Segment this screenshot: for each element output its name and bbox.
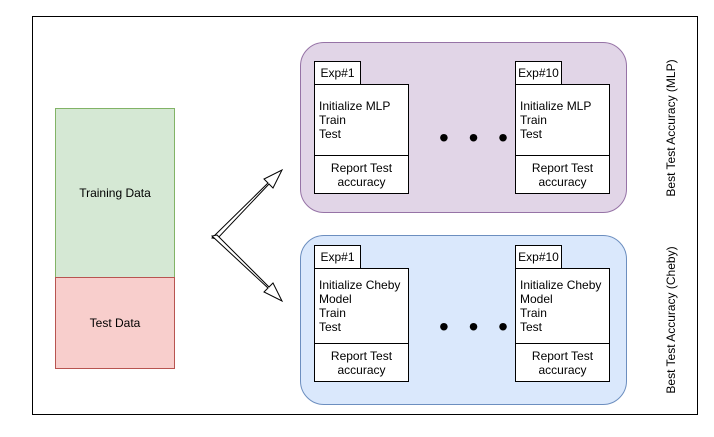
step-train: Train: [319, 306, 346, 320]
step-init: Initialize Cheby: [520, 278, 602, 292]
exp-tab: Exp#1: [314, 61, 361, 85]
exp-tab: Exp#10: [515, 245, 562, 269]
exp-report: Report Test accuracy: [315, 155, 408, 193]
exp-steps: Initialize Cheby Model Train Test: [315, 269, 408, 343]
mlp-side-label: Best Test Accuracy (MLP): [664, 59, 678, 197]
step-model: Model: [319, 292, 352, 306]
step-test: Test: [520, 320, 543, 334]
exp-report: Report Test accuracy: [516, 155, 609, 193]
exp-steps: Initialize Cheby Model Train Test: [516, 269, 609, 343]
mlp-ellipsis: • • •: [439, 122, 514, 153]
exp-steps: Initialize MLP Train Test: [516, 85, 609, 155]
exp-report: Report Test accuracy: [516, 343, 609, 381]
step-model: Model: [520, 292, 553, 306]
arrow-to-mlp: [210, 168, 284, 240]
step-train: Train: [319, 113, 346, 127]
cheby-ellipsis: • • •: [439, 311, 514, 342]
step-train: Train: [520, 113, 547, 127]
exp-report: Report Test accuracy: [315, 343, 408, 381]
step-train: Train: [520, 306, 547, 320]
step-init: Initialize Cheby: [319, 278, 401, 292]
exp-steps: Initialize MLP Train Test: [315, 85, 408, 155]
training-data-label: Training Data: [79, 186, 151, 200]
exp-tab: Exp#10: [515, 61, 562, 85]
arrow-to-cheby: [210, 234, 284, 303]
step-init: Initialize MLP: [520, 99, 592, 113]
step-test: Test: [520, 127, 543, 141]
test-data-block: Test Data: [55, 277, 175, 369]
test-data-label: Test Data: [89, 316, 141, 330]
diagram-frame: [32, 16, 698, 415]
step-test: Test: [319, 127, 342, 141]
step-init: Initialize MLP: [319, 99, 391, 113]
step-test: Test: [319, 320, 342, 334]
exp-tab: Exp#1: [314, 245, 361, 269]
cheby-side-label: Best Test Accuracy (Cheby): [664, 246, 678, 394]
